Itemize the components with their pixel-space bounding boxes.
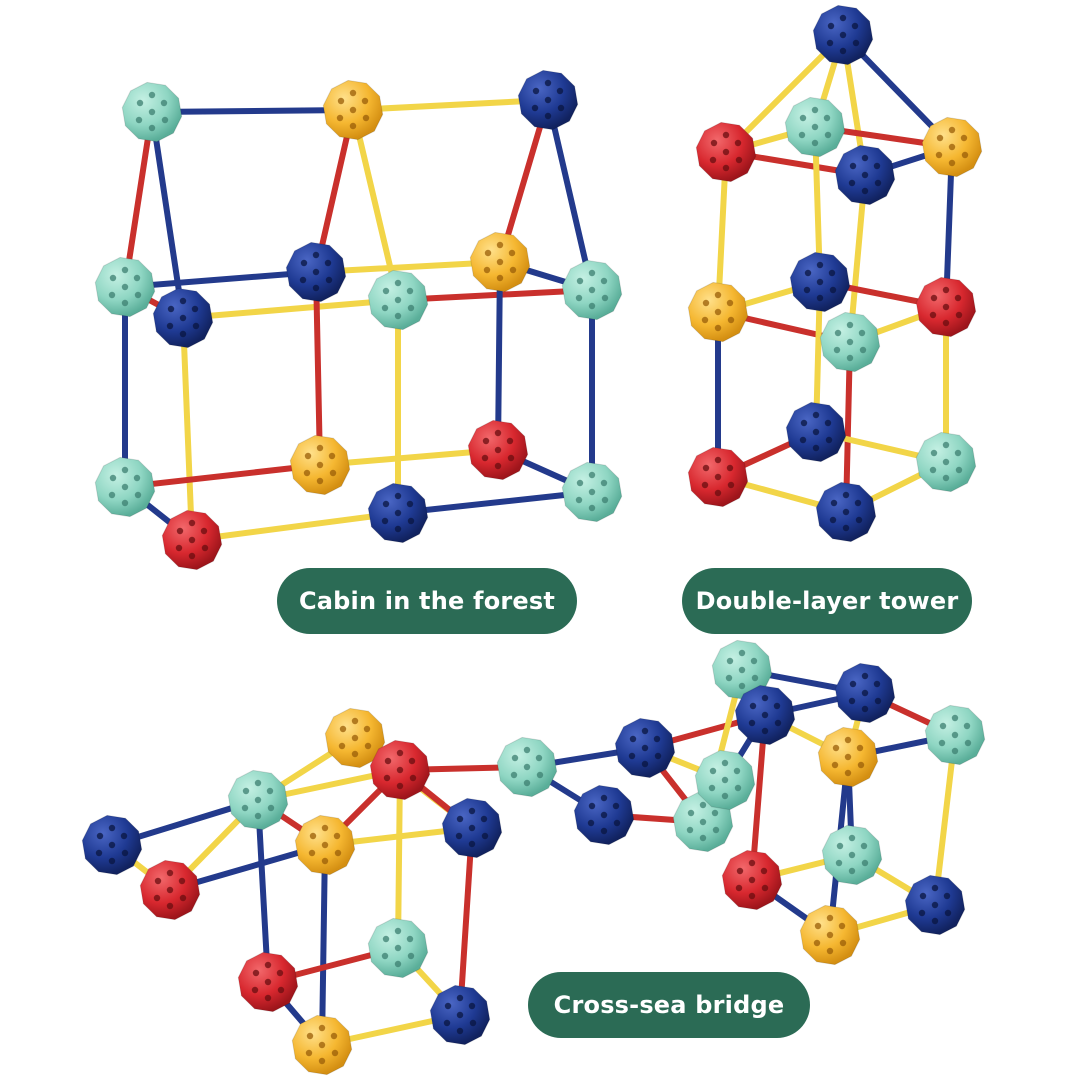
bridge-ball-yellow — [817, 726, 879, 788]
cabin-rod — [313, 269, 323, 468]
tower-ball-blue — [834, 144, 896, 206]
bridge-ball-blue — [441, 797, 503, 859]
bridge-rod — [395, 767, 403, 951]
cabin-ball-blue — [517, 69, 579, 131]
bridge-ball-yellow — [294, 814, 356, 876]
cabin-ball-blue — [285, 241, 347, 303]
bridge-ball-blue — [81, 814, 143, 876]
cabin-ball-red — [467, 419, 529, 481]
bridge-ball-teal — [711, 639, 773, 701]
connector-rods — [109, 32, 958, 1048]
cabin-rod — [317, 447, 501, 468]
bridge-ball-teal — [821, 824, 883, 886]
bridge-ball-teal — [924, 704, 986, 766]
bridge-ball-teal — [227, 769, 289, 831]
cabin-ball-blue — [367, 482, 429, 544]
tower-ball-blue — [789, 251, 851, 313]
cabin-ball-yellow — [322, 79, 384, 141]
cabin-ball-blue — [152, 287, 214, 349]
bridge-ball-yellow — [324, 707, 386, 769]
bridge-ball-blue — [834, 662, 896, 724]
bridge-ball-blue — [734, 684, 796, 746]
tower-ball-blue — [812, 4, 874, 66]
tower-ball-red — [687, 446, 749, 508]
tower-ball-yellow — [921, 116, 983, 178]
cabin-rod — [122, 109, 155, 290]
cabin-rod — [395, 287, 595, 303]
bridge-ball-red — [237, 951, 299, 1013]
cabin-ball-red — [161, 509, 223, 571]
bridge-ball-yellow — [291, 1014, 353, 1076]
label-double-layer-tower: Double-layer tower — [682, 568, 972, 634]
bridge-ball-yellow — [799, 904, 861, 966]
cabin-rod — [122, 462, 323, 490]
cabin-rod — [149, 107, 356, 115]
cabin-ball-teal — [94, 256, 156, 318]
tower-ball-red — [695, 121, 757, 183]
cabin-rod — [122, 269, 319, 290]
tower-ball-blue — [785, 401, 847, 463]
bridge-ball-red — [721, 849, 783, 911]
cabin-ball-yellow — [469, 231, 531, 293]
bridge-rod — [255, 797, 271, 985]
cabin-rod — [495, 259, 503, 453]
bridge-ball-blue — [614, 717, 676, 779]
bridge-ball-blue — [904, 874, 966, 936]
tower-ball-blue — [815, 481, 877, 543]
label-cross-sea-bridge: Cross-sea bridge — [528, 972, 810, 1038]
cabin-ball-teal — [561, 461, 623, 523]
cabin-ball-teal — [121, 81, 183, 143]
cabin-rod — [350, 97, 551, 113]
bridge-ball-teal — [694, 749, 756, 811]
tower-ball-yellow — [687, 281, 749, 343]
tower-ball-teal — [915, 431, 977, 493]
bridge-rod — [457, 825, 475, 1018]
label-cabin-in-the-forest: Cabin in the forest — [277, 568, 577, 634]
bridge-ball-red — [139, 859, 201, 921]
bridge-ball-teal — [496, 736, 558, 798]
cabin-rod — [189, 510, 401, 543]
tower-ball-teal — [784, 96, 846, 158]
bridge-ball-teal — [367, 917, 429, 979]
cabin-ball-teal — [561, 259, 623, 321]
tower-ball-red — [915, 276, 977, 338]
cabin-ball-teal — [367, 269, 429, 331]
bridge-ball-blue — [429, 984, 491, 1046]
cabin-ball-yellow — [289, 434, 351, 496]
cabin-rod — [180, 315, 195, 543]
tower-ball-teal — [819, 311, 881, 373]
connector-balls — [81, 4, 986, 1076]
cabin-ball-teal — [94, 456, 156, 518]
cabin-rod — [313, 259, 503, 275]
bridge-rod — [319, 842, 328, 1048]
cabin-rod — [180, 297, 401, 321]
cabin-rod — [395, 489, 595, 516]
bridge-ball-red — [369, 739, 431, 801]
cabin-rod — [545, 97, 595, 293]
bridge-ball-blue — [573, 784, 635, 846]
